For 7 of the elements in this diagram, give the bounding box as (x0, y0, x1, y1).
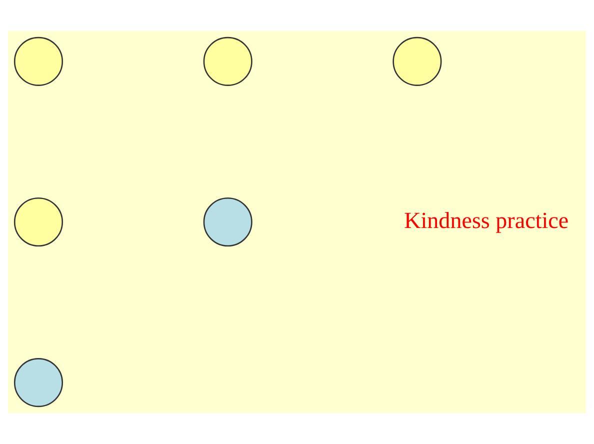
node-circle (392, 36, 442, 86)
node-circle (14, 197, 64, 247)
label: Kindness practice (404, 207, 569, 234)
node-circle (14, 36, 64, 86)
node-circle (14, 358, 64, 408)
node-circle (203, 36, 252, 86)
node-circle (203, 197, 252, 247)
